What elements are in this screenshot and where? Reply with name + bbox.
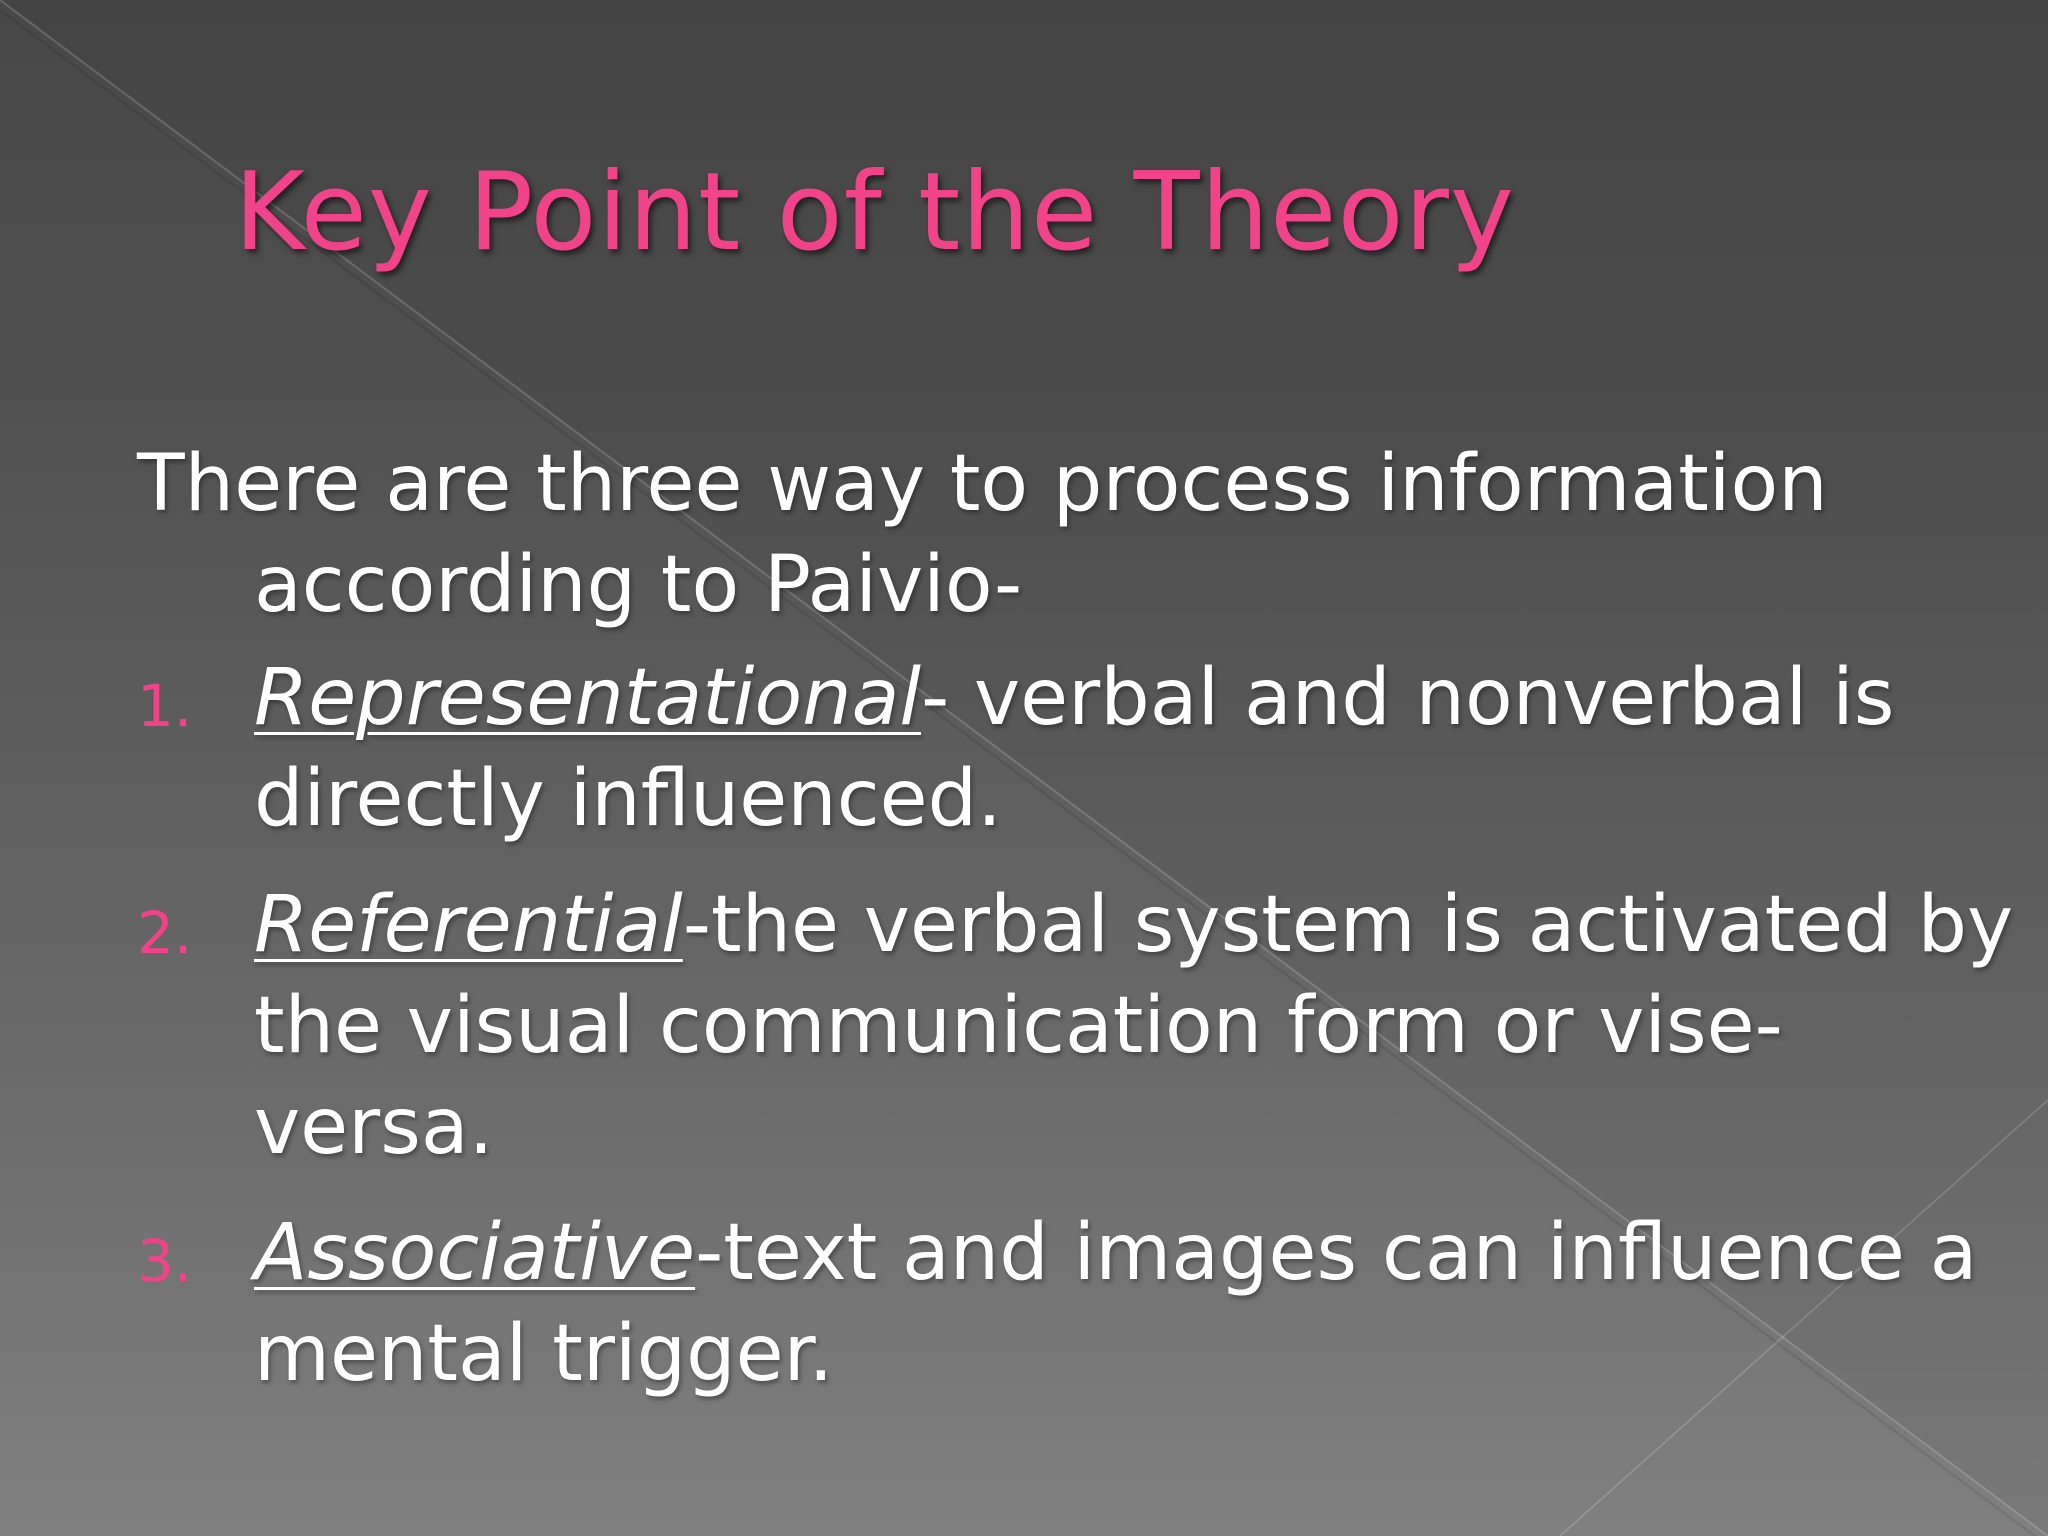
slide-title: Key Point of the Theory (234, 150, 1515, 275)
list-text: - verbal and nonverbal is directly influ… (254, 653, 1895, 844)
list-item: 3. Associative-text and images can influe… (137, 1203, 2017, 1405)
list-text: -the verbal system is activated by the v… (254, 880, 2014, 1172)
diagonal-line-2 (0, 8, 2038, 1536)
list-number: 2. (137, 899, 193, 967)
intro-text: There are three way to process informati… (137, 439, 1828, 630)
list-item: 1. Representational- verbal and nonverbal… (137, 648, 2017, 850)
diagonal-line-3 (1559, 1099, 2048, 1536)
list-number: 3. (137, 1227, 193, 1295)
list-term: Referential (254, 880, 683, 970)
list-text: -text and images can influence a mental … (254, 1208, 1978, 1399)
list-number: 1. (137, 672, 193, 740)
list-term: Representational (254, 653, 922, 743)
list-term: Associative (254, 1208, 696, 1298)
slide-body: There are three way to process informati… (137, 434, 2017, 1430)
list-item: 2. Referential-the verbal system is activ… (137, 875, 2017, 1178)
